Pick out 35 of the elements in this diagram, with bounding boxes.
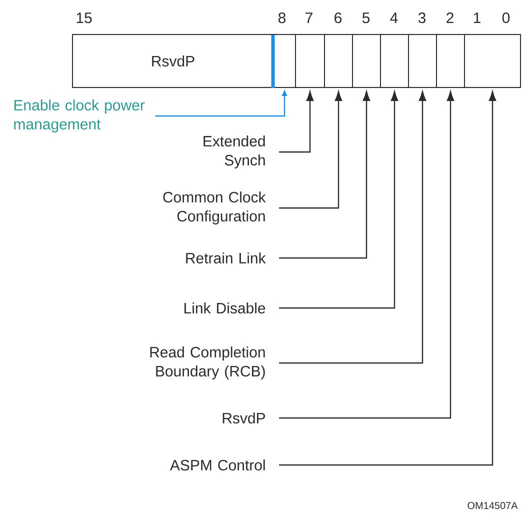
bit-number: 5: [362, 12, 370, 24]
register-field: [271, 34, 296, 88]
bit-number: 6: [334, 12, 342, 24]
arrow: [279, 91, 314, 153]
arrow: [279, 91, 370, 259]
register-field: [380, 34, 409, 88]
field-label: Extended Synch: [204, 136, 265, 168]
bit-number: 2: [446, 12, 454, 23]
arrow: [279, 91, 426, 364]
arrow: [279, 91, 342, 209]
bit-number: 4: [390, 12, 398, 23]
field-label: Link Disable: [184, 302, 266, 314]
arrow: [279, 91, 454, 419]
register-field: [295, 34, 325, 88]
field-label: ASPM Control: [170, 459, 265, 470]
annotation-text: Enable clock power management: [14, 100, 145, 132]
bit-number: 1: [474, 12, 480, 23]
bit-number: 0: [502, 12, 510, 24]
register-field: RsvdP: [72, 34, 274, 88]
leader-line: [155, 90, 287, 117]
figure-id: OM14507A: [468, 502, 518, 510]
bit-number: 7: [306, 12, 312, 23]
arrow: [279, 91, 496, 466]
arrow: [279, 91, 398, 309]
register-field: [464, 34, 521, 88]
field-label: Common Clock Configuration: [163, 192, 266, 224]
register-field: [352, 34, 381, 88]
bit-number: 8: [278, 12, 286, 24]
field-label: RsvdP: [222, 412, 265, 424]
register-field: [324, 34, 353, 88]
field-label: Retrain Link: [186, 252, 266, 264]
field-label: Read Completion Boundary (RCB): [150, 346, 265, 380]
bit-number: 3: [418, 12, 426, 24]
register-field: [408, 34, 437, 88]
register-field: [436, 34, 465, 88]
